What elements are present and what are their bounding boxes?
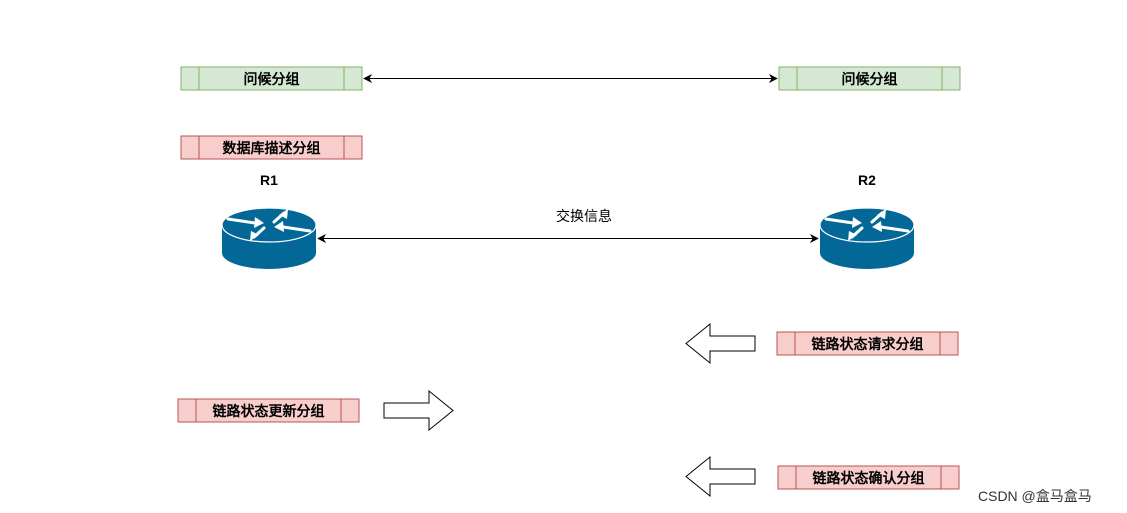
left-block-arrow-ack [685, 455, 756, 498]
packet-hello-left [180, 66, 363, 91]
packet-ls-request-label: 链路状态请求分组 [811, 336, 924, 353]
router-r1-icon [221, 207, 317, 269]
packet-hello-left-label: 问候分组 [243, 71, 300, 88]
packet-ls-ack [777, 465, 960, 490]
router-r1-label: R1 [260, 172, 278, 188]
router-r2-label: R2 [858, 172, 876, 188]
packet-ls-request [776, 331, 959, 356]
packet-db-desc [180, 135, 363, 160]
packet-ls-ack-label: 链路状态确认分组 [812, 470, 925, 487]
right-block-arrow-update [383, 389, 454, 432]
link-label: 交换信息 [556, 209, 612, 225]
packet-ls-update [177, 398, 360, 423]
left-block-arrow-request [685, 322, 756, 365]
packet-hello-right [778, 66, 961, 91]
router-r2-icon [819, 207, 915, 269]
packet-hello-right-label: 问候分组 [841, 71, 898, 88]
packet-ls-update-label: 链路状态更新分组 [212, 403, 325, 420]
packet-db-desc-label: 数据库描述分组 [222, 140, 321, 157]
watermark: CSDN @盒马盒马 [978, 488, 1092, 504]
